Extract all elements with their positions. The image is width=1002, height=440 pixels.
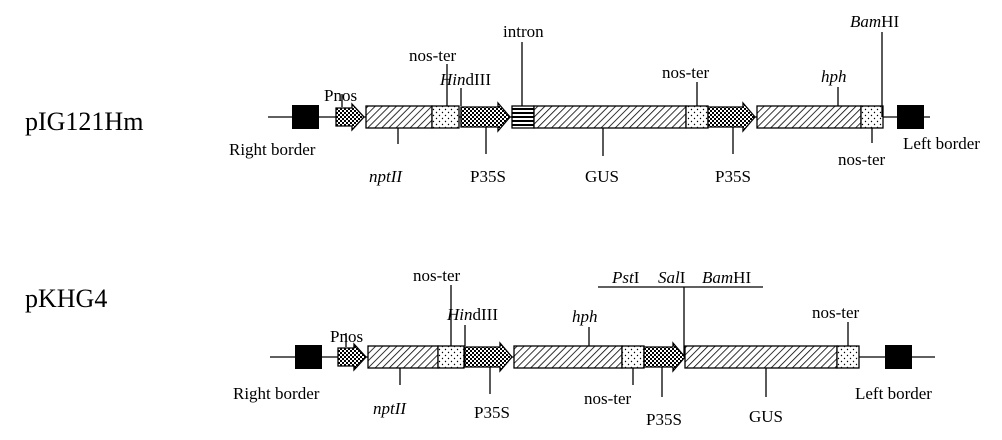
hindiii-rest-part: dIII: [473, 305, 499, 324]
p35s-1-label: P35S: [470, 167, 506, 186]
nptii-label: nptII: [373, 399, 407, 418]
gus-gene: [533, 105, 687, 129]
nos-ter-2-label: nos-ter: [662, 63, 710, 82]
construct-name: pKHG4: [25, 284, 107, 313]
pnos-promoter-arrow: [337, 342, 367, 372]
pnos-label: Pnos: [330, 327, 363, 346]
pnos-promoter-arrow: [335, 102, 365, 132]
construct-pkhg4: pKHG4 Right border Left border Pnos nptI…: [25, 266, 935, 429]
nptii-gene: [367, 345, 439, 369]
nptii-label: nptII: [369, 167, 403, 186]
p35s-1-label: P35S: [474, 403, 510, 422]
left-border-box: [885, 345, 912, 369]
hindiii-label: HindIII: [446, 305, 498, 324]
gus-label: GUS: [585, 167, 619, 186]
bamhi-label: BamHI: [702, 268, 751, 287]
nos-ter-1-label: nos-ter: [413, 266, 461, 285]
intron-segment: [511, 105, 535, 129]
bamhi-label: BamHI: [850, 12, 899, 31]
construct-pig121hm: pIG121Hm Right border Left border Pnos n…: [25, 12, 980, 186]
bamhi-rest-part: HI: [881, 12, 899, 31]
nos-ter-3: [836, 345, 860, 369]
right-border-label: Right border: [229, 140, 316, 159]
hph-gene: [756, 105, 862, 129]
psti-italic-part: Pst: [611, 268, 635, 287]
p35s-promoter-arrow-2: [643, 341, 686, 373]
hph-label: hph: [821, 67, 847, 86]
psti-label: PstI: [611, 268, 640, 287]
nos-ter-2: [621, 345, 645, 369]
bamhi-rest-part: HI: [733, 268, 751, 287]
nos-ter-3: [860, 105, 884, 129]
right-border-label: Right border: [233, 384, 320, 403]
hindiii-label: HindIII: [439, 70, 491, 89]
sali-rest-part: I: [680, 268, 686, 287]
p35s-promoter-arrow-2: [707, 101, 756, 133]
p35s-2-label: P35S: [646, 410, 682, 429]
construct-name: pIG121Hm: [25, 107, 143, 136]
nos-ter-2: [685, 105, 709, 129]
left-border-box: [897, 105, 924, 129]
gus-gene: [684, 345, 838, 369]
hph-label: hph: [572, 307, 598, 326]
psti-rest-part: I: [634, 268, 640, 287]
p35s-promoter-arrow-1: [460, 101, 511, 133]
hindiii-rest-part: dIII: [466, 70, 492, 89]
nos-ter-1: [431, 105, 460, 129]
hph-gene: [513, 345, 623, 369]
intron-label: intron: [503, 22, 544, 41]
pnos-label: Pnos: [324, 86, 357, 105]
gus-label: GUS: [749, 407, 783, 426]
p35s-2-label: P35S: [715, 167, 751, 186]
sali-label: SalI: [658, 268, 686, 287]
sali-italic-part: Sal: [658, 268, 680, 287]
bamhi-italic-part: Bam: [850, 12, 881, 31]
hindiii-italic-part: Hin: [446, 305, 473, 324]
right-border-box: [292, 105, 319, 129]
nptii-gene: [365, 105, 433, 129]
p35s-promoter-arrow-1: [464, 341, 513, 373]
hindiii-italic-part: Hin: [439, 70, 466, 89]
nos-ter-3-label: nos-ter: [838, 150, 886, 169]
bamhi-italic-part: Bam: [702, 268, 733, 287]
nos-ter-1-label: nos-ter: [409, 46, 457, 65]
right-border-box: [295, 345, 322, 369]
left-border-label: Left border: [903, 134, 980, 153]
left-border-label: Left border: [855, 384, 932, 403]
nos-ter-1: [437, 345, 465, 369]
nos-ter-3-label: nos-ter: [812, 303, 860, 322]
nos-ter-2-label: nos-ter: [584, 389, 632, 408]
